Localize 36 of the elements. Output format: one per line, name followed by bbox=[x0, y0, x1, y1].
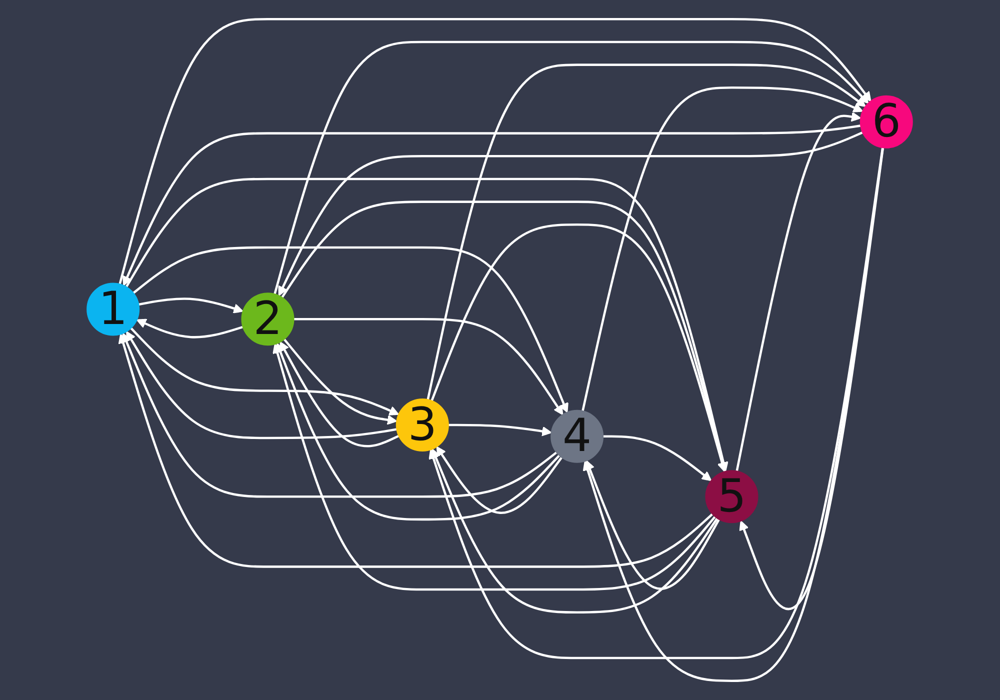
arrow bbox=[736, 112, 862, 472]
arrow bbox=[582, 86, 864, 412]
arrow bbox=[448, 424, 552, 436]
arrow bbox=[603, 435, 712, 482]
arrow bbox=[430, 224, 728, 472]
arrow bbox=[278, 131, 864, 296]
arrow bbox=[294, 318, 564, 416]
arrow bbox=[136, 318, 244, 338]
arrow bbox=[583, 147, 884, 682]
arrow bbox=[272, 344, 716, 591]
arrow bbox=[585, 460, 720, 590]
arrow bbox=[427, 64, 866, 400]
node-circle: 3 bbox=[396, 398, 450, 452]
arrow bbox=[281, 200, 728, 472]
arrow bbox=[276, 342, 560, 521]
node-circle: 6 bbox=[860, 95, 914, 148]
arrow bbox=[436, 446, 563, 514]
arrow bbox=[431, 448, 719, 614]
arrow bbox=[126, 331, 398, 440]
arrow bbox=[118, 334, 714, 568]
arrow bbox=[138, 298, 244, 314]
node-circle: 5 bbox=[705, 470, 758, 524]
node-circle: 4 bbox=[550, 410, 604, 463]
arrow bbox=[132, 246, 569, 413]
node-circle: 2 bbox=[242, 292, 295, 346]
arrow bbox=[122, 124, 862, 286]
arrow bbox=[274, 40, 870, 294]
arrow bbox=[122, 332, 558, 498]
arrow bbox=[118, 18, 872, 284]
arrow bbox=[130, 327, 400, 416]
arrow bbox=[428, 147, 884, 660]
arrow bbox=[740, 147, 884, 610]
arrow bbox=[280, 341, 400, 448]
arrow bbox=[284, 338, 398, 425]
arrow bbox=[126, 178, 729, 472]
node-circle: 1 bbox=[86, 282, 140, 336]
